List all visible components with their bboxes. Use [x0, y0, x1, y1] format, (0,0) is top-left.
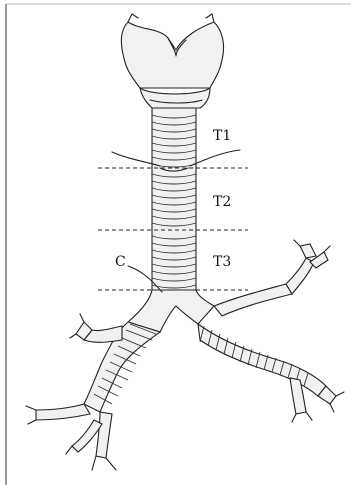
label-t2: T2 — [213, 194, 231, 210]
label-t3: T3 — [213, 254, 231, 270]
label-carina: C — [115, 254, 126, 270]
larynx — [121, 14, 223, 108]
label-t1: T1 — [213, 128, 231, 144]
